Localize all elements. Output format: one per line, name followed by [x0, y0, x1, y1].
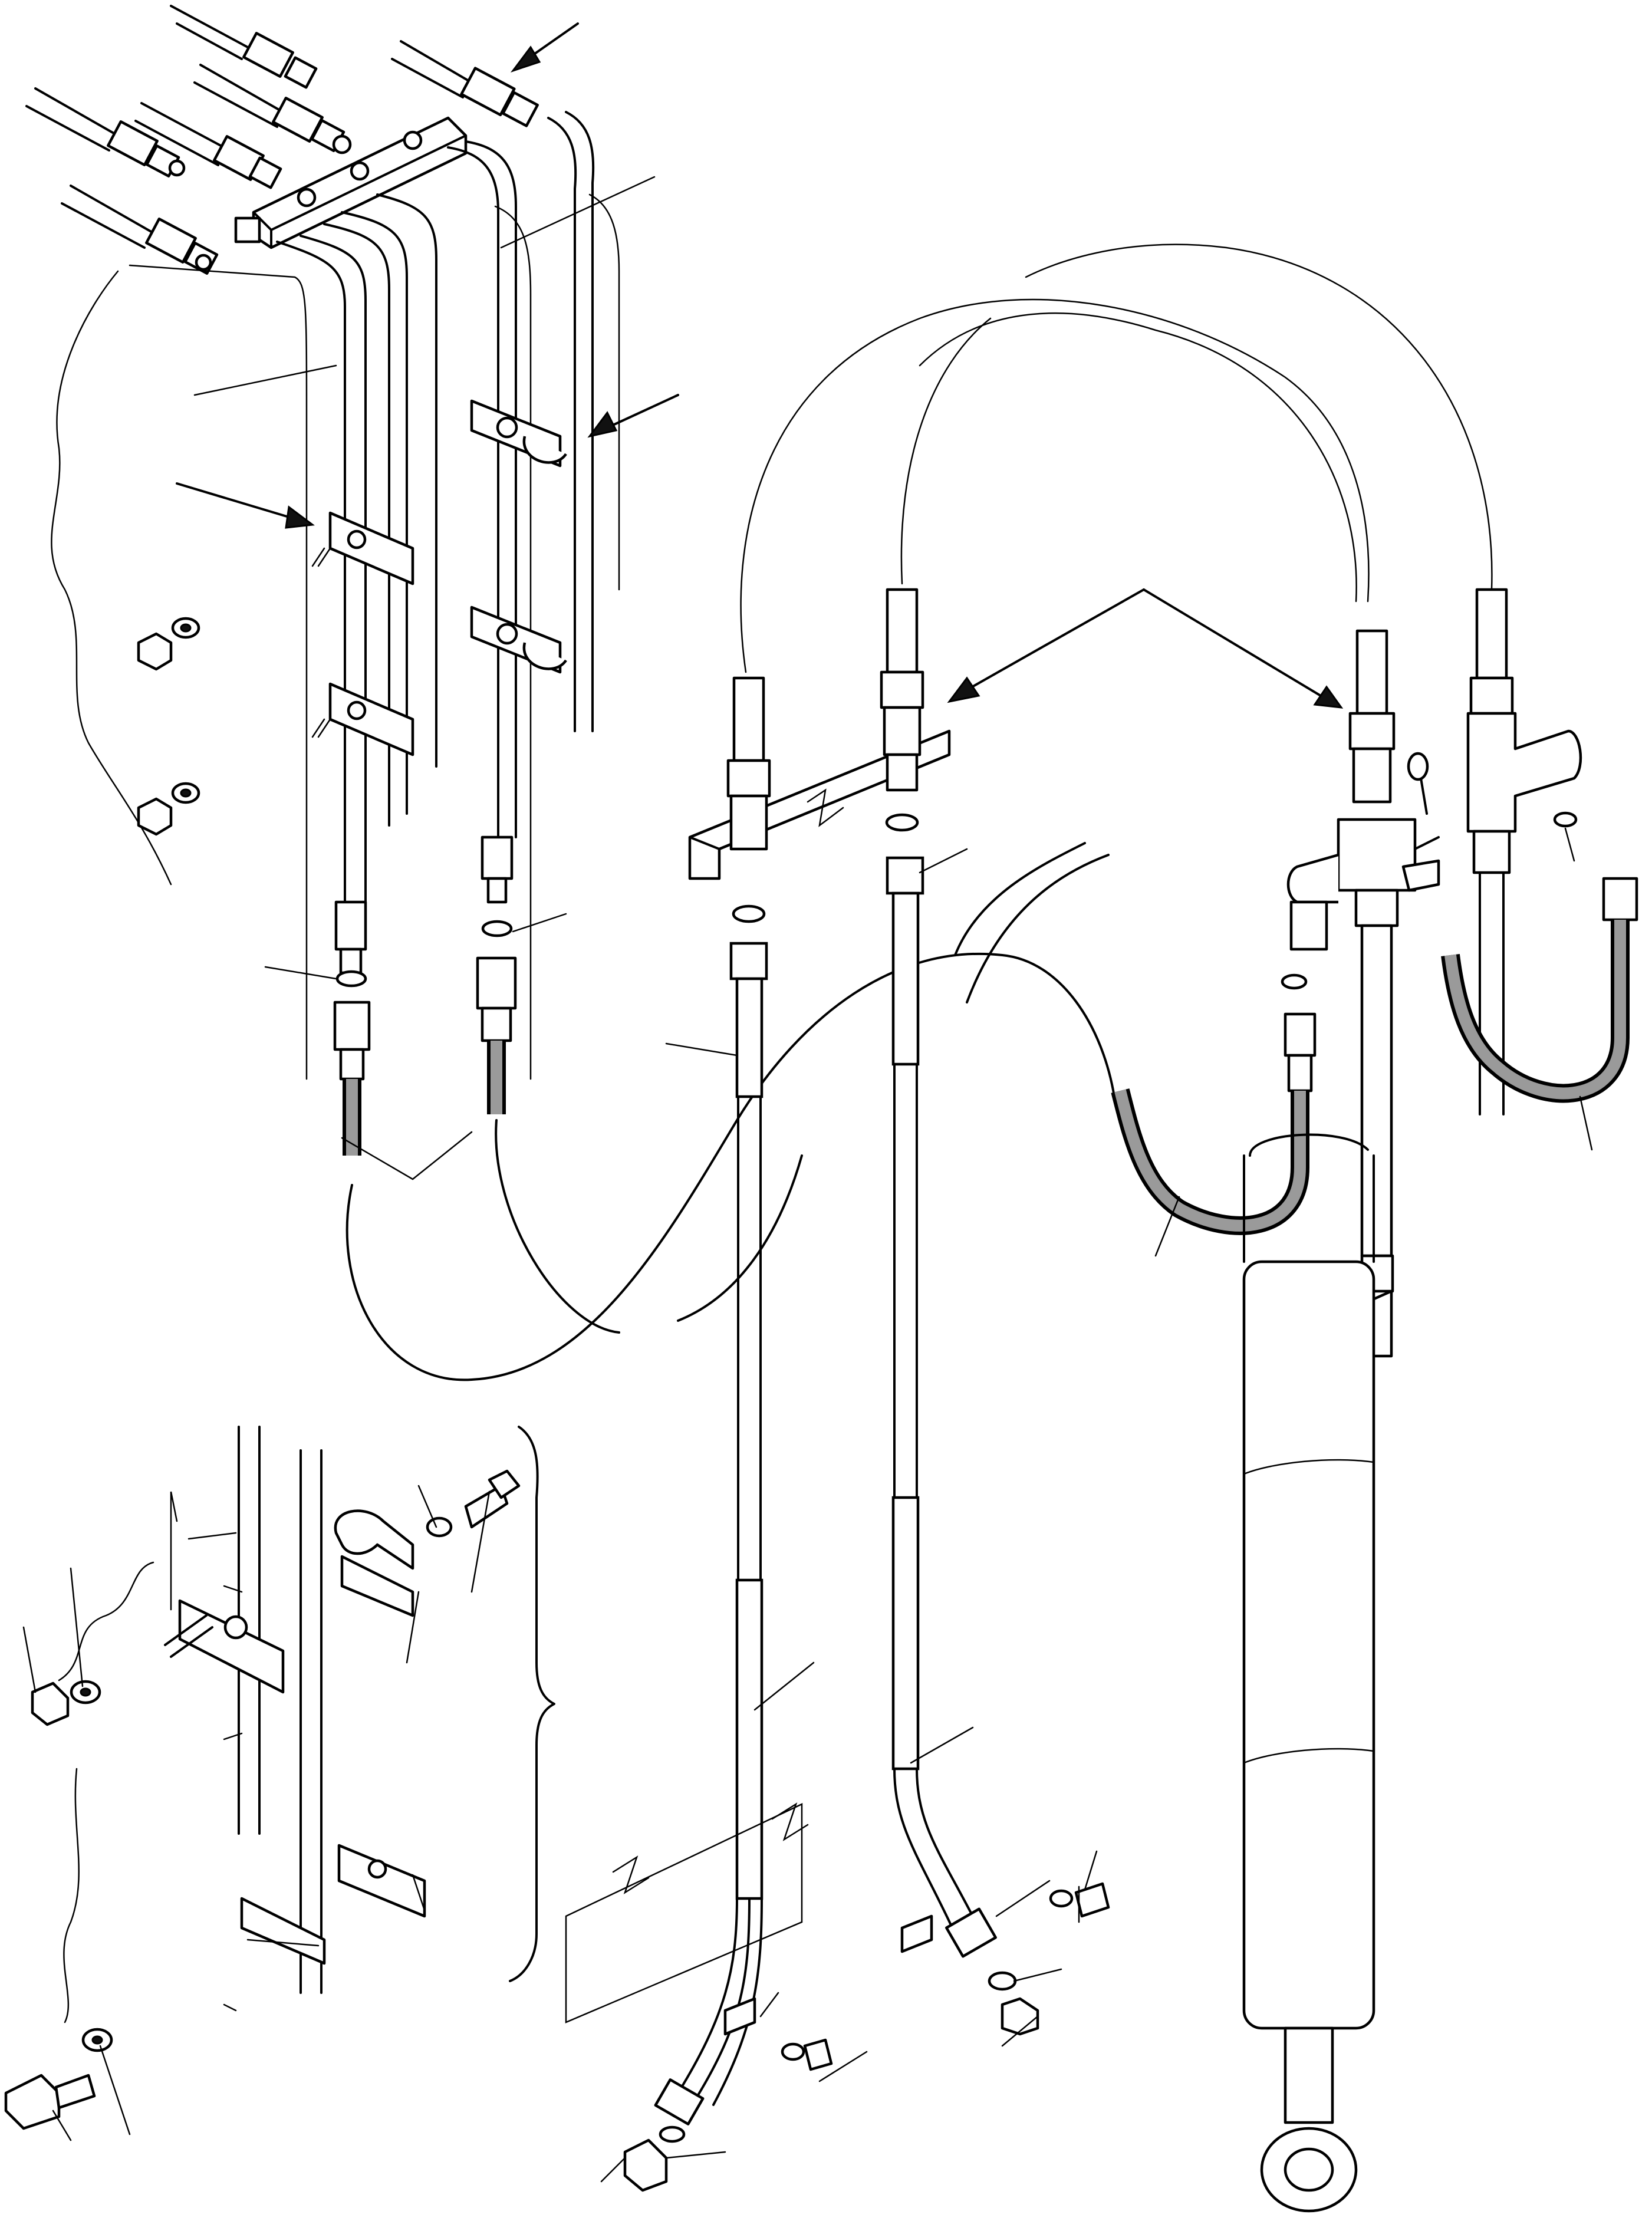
detail-brace: [509, 1426, 555, 1982]
left-tube-bundle: [276, 193, 437, 903]
hydraulic-cylinder: [1242, 1133, 1375, 2213]
overhead-hose-loops: [740, 243, 1493, 673]
hose-loops: [343, 842, 1115, 1381]
tube-end-fitting-right: [476, 835, 517, 1042]
pipe-clamp-left-2: [311, 682, 414, 756]
pipe-clamp-right-1: [470, 399, 567, 468]
plug-bolts-lower: [623, 1971, 1039, 2192]
nut-washer-set-1: [137, 617, 200, 671]
hose-stub-1: [170, 5, 318, 89]
hose-stub-4: [25, 87, 186, 178]
leader-lines: [22, 176, 1593, 2183]
center-orings: [732, 813, 919, 923]
stop-valve-assembly: [1286, 629, 1440, 1358]
short-hoses-right: [1111, 827, 1638, 1235]
hose-stub-2: [193, 64, 352, 154]
center-bracket: [688, 729, 951, 880]
hose-stub-3: [134, 102, 282, 189]
indicator-arrows: [176, 22, 1344, 709]
detail-frame-outline: [58, 1561, 154, 2023]
center-hose-stubs: [726, 588, 924, 851]
arrow-center-pair: [947, 588, 1344, 709]
detail-bolt-washer-upper: [426, 1469, 521, 1538]
right-tube-bundle: [447, 111, 595, 838]
detail-plate: [164, 1599, 285, 1694]
inlet-hoses: [25, 5, 539, 275]
tube-clamp-lower-left: [723, 1997, 833, 2071]
detail-bolt-washer-lower: [4, 2028, 113, 2130]
pipe-clamp-right-2: [470, 606, 567, 674]
detail-clamp-upper: [334, 1509, 414, 1617]
arrow-right-clamp: [587, 394, 679, 438]
hose-stub-5: [61, 185, 219, 275]
hose-stub-6: [391, 40, 539, 127]
nut-washer-set-2: [137, 782, 200, 836]
pipe-clamp-left-1: [311, 511, 414, 585]
arrow-left-clamp: [176, 482, 315, 529]
detail-view: [4, 1426, 555, 2130]
frame-outline: [51, 193, 620, 1080]
detail-nut-washer: [31, 1680, 101, 1726]
arrow-top-right: [510, 22, 579, 73]
tube-clamp-lower-right: [900, 1882, 1110, 1953]
long-tube-left: [654, 942, 768, 2125]
right-elbow-fitting: [1466, 588, 1582, 1116]
long-tube-right: [886, 856, 997, 1958]
tube-end-fitting-left: [333, 900, 371, 1081]
lower-mount-plate: [565, 1802, 809, 2023]
detail-clamp-lower: [240, 1844, 426, 1965]
